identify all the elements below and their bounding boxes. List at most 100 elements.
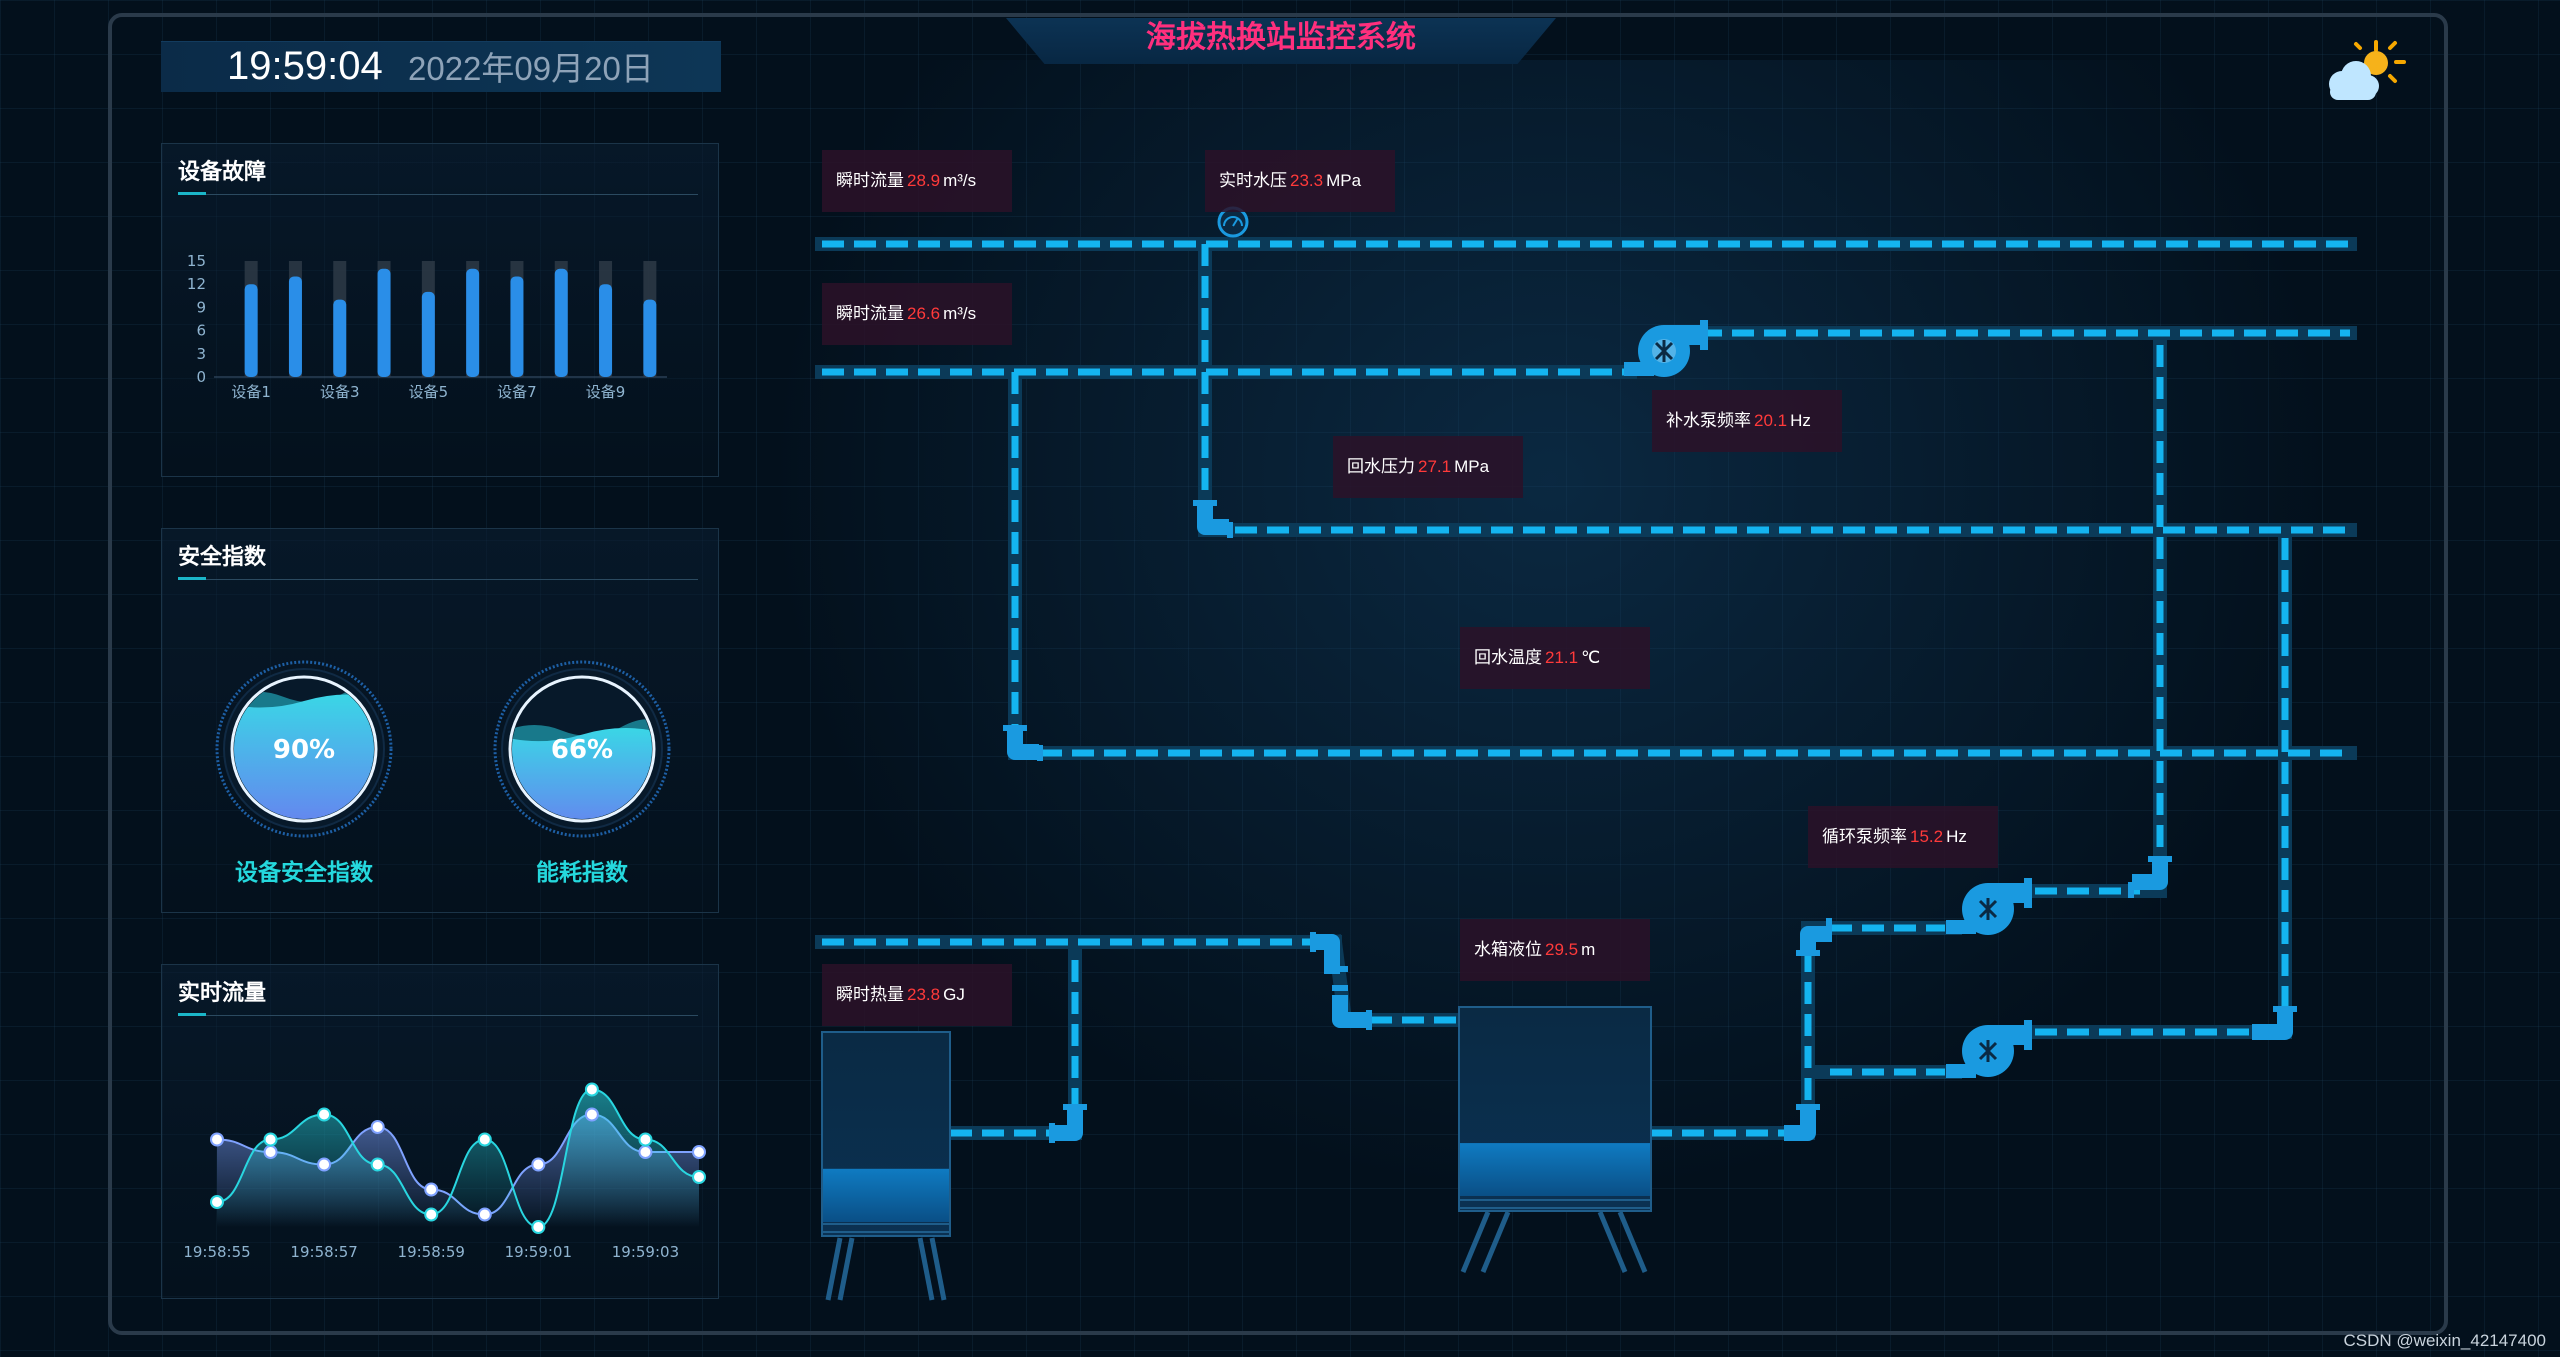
x-tick-label: 19:58:59 bbox=[398, 1243, 465, 1261]
clock-date: 2022年09月20日 bbox=[408, 50, 654, 87]
gauge-outer-ring bbox=[493, 660, 671, 838]
series-line bbox=[216, 1088, 700, 1229]
data-point bbox=[317, 1157, 332, 1172]
readout-value: 21.1 bbox=[1545, 648, 1579, 667]
gauge-border bbox=[230, 675, 378, 823]
readout-value: 15.2 bbox=[1910, 827, 1944, 846]
data-point bbox=[370, 1120, 385, 1134]
x-tick-label: 设备9 bbox=[586, 383, 626, 401]
footer-credit: CSDN @weixin_42147400 bbox=[2343, 1331, 2546, 1350]
safety-panel-title: 安全指数 bbox=[178, 545, 267, 570]
bar bbox=[510, 276, 524, 377]
readout-unit: m bbox=[1581, 940, 1596, 959]
bar bbox=[421, 291, 435, 377]
data-point bbox=[210, 1132, 224, 1147]
fault-panel-title: 设备故障 bbox=[178, 160, 267, 185]
y-tick-label: 6 bbox=[196, 322, 206, 340]
readout-label: 回水压力 bbox=[1347, 457, 1415, 476]
data-point bbox=[477, 1207, 492, 1222]
readout-unit: m³/s bbox=[943, 304, 977, 323]
x-tick-label: 设备7 bbox=[497, 383, 537, 401]
page-title: 海拔热换站监控系统 bbox=[1146, 20, 1416, 55]
y-tick-label: 9 bbox=[196, 298, 206, 316]
data-point bbox=[531, 1220, 546, 1234]
y-tick-label: 15 bbox=[187, 252, 206, 270]
energy-gauge-label: 能耗指数 bbox=[536, 860, 628, 886]
data-point bbox=[477, 1132, 492, 1147]
readout-label: 补水泵频率 bbox=[1666, 411, 1751, 430]
readout-label: 回水温度 bbox=[1474, 648, 1542, 667]
y-tick-label: 0 bbox=[196, 368, 206, 386]
x-tick-label: 19:58:57 bbox=[290, 1243, 357, 1261]
readout-value: 27.1 bbox=[1418, 457, 1452, 476]
readout-label: 实时水压 bbox=[1219, 171, 1287, 190]
readout-value: 26.6 bbox=[907, 304, 941, 323]
data-point bbox=[638, 1132, 653, 1147]
bar bbox=[288, 276, 302, 377]
data-point bbox=[584, 1107, 599, 1122]
data-point bbox=[692, 1145, 706, 1159]
readout-value: 23.8 bbox=[907, 985, 941, 1004]
readout-value: 29.5 bbox=[1545, 940, 1579, 959]
clock-box bbox=[161, 41, 721, 92]
panel-divider-accent bbox=[178, 1013, 206, 1016]
data-point bbox=[317, 1107, 332, 1122]
gauge-outer-ring bbox=[215, 660, 393, 838]
readout-unit: Hz bbox=[1790, 411, 1811, 430]
energy-gauge: 66% bbox=[493, 660, 671, 838]
data-point bbox=[263, 1132, 278, 1147]
x-tick-label: 19:58:55 bbox=[183, 1243, 250, 1261]
bar bbox=[643, 299, 657, 377]
bar bbox=[333, 299, 347, 377]
bar bbox=[554, 268, 568, 377]
panel-divider bbox=[178, 194, 698, 195]
readout-unit: GJ bbox=[943, 985, 965, 1004]
data-point bbox=[424, 1207, 439, 1222]
readout-label: 瞬时流量 bbox=[836, 171, 904, 190]
y-tick-label: 12 bbox=[187, 275, 206, 293]
data-point bbox=[531, 1157, 546, 1172]
readout-value: 20.1 bbox=[1754, 411, 1788, 430]
gauge-value: 66% bbox=[551, 735, 613, 765]
gauge-border bbox=[508, 675, 656, 823]
data-point bbox=[210, 1195, 224, 1209]
panel-divider-accent bbox=[178, 192, 206, 195]
gauge-value: 90% bbox=[273, 735, 335, 765]
data-point bbox=[424, 1182, 439, 1197]
bar bbox=[377, 268, 391, 377]
data-point bbox=[692, 1170, 706, 1184]
bar bbox=[244, 284, 258, 377]
data-point bbox=[584, 1082, 599, 1097]
safety-gauge-label: 设备安全指数 bbox=[235, 860, 373, 886]
title-banner bbox=[1006, 18, 1556, 64]
readout-unit: m³/s bbox=[943, 171, 977, 190]
panel-divider bbox=[178, 579, 698, 580]
readout-label: 瞬时流量 bbox=[836, 304, 904, 323]
sun-cloud-icon bbox=[2329, 40, 2406, 100]
readout-unit: Hz bbox=[1946, 827, 1967, 846]
readout-unit: MPa bbox=[1326, 171, 1362, 190]
series-area bbox=[217, 1089, 699, 1227]
safety-gauge: 90% bbox=[215, 660, 393, 838]
flow-panel-title: 实时流量 bbox=[178, 981, 267, 1006]
clock-time: 19:59:04 bbox=[227, 44, 383, 88]
gauge-wave-front bbox=[234, 694, 374, 819]
readout-label: 水箱液位 bbox=[1474, 940, 1542, 959]
readout-label: 瞬时热量 bbox=[836, 985, 904, 1004]
bar bbox=[466, 268, 480, 377]
data-point bbox=[638, 1145, 653, 1159]
x-tick-label: 设备3 bbox=[320, 383, 360, 401]
readout-value: 28.9 bbox=[907, 171, 941, 190]
x-tick-label: 19:59:03 bbox=[612, 1243, 679, 1261]
